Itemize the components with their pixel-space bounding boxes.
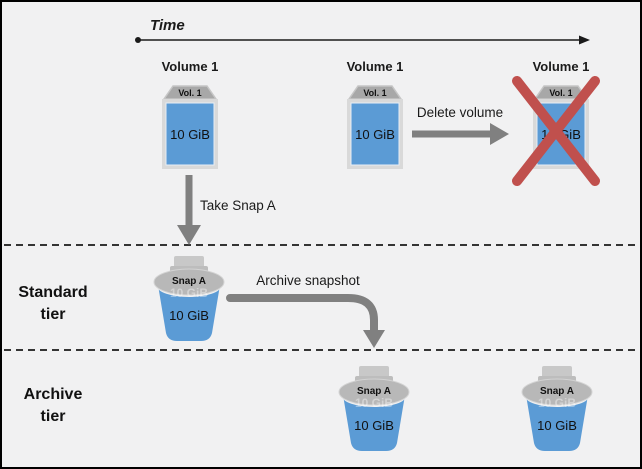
volume-size: 10 GiB	[541, 126, 581, 142]
volume-size: 10 GiB	[355, 126, 395, 142]
archive-tier-line1: Archive	[23, 386, 83, 403]
snapshot-bucket-shape	[338, 366, 410, 451]
take-snapshot-arrow	[177, 175, 201, 245]
snapshot-archive-tier-1: Snap A 10 GiB 10 GiB	[338, 363, 410, 453]
volume-3-title: Volume 1	[532, 59, 590, 74]
snapshot-lid-label: Snap A	[356, 385, 392, 397]
take-snapshot-label: Take Snap A	[200, 198, 276, 213]
snapshot-lid-label: Snap A	[171, 275, 207, 287]
volume-cap-label: Vol. 1	[178, 87, 202, 98]
snapshot-ghost-size: 10 GiB	[537, 395, 576, 410]
snapshot-standard-tier: Snap A 10 GiB 10 GiB	[153, 253, 225, 343]
standard-tier-line1: Standard	[18, 284, 88, 301]
volume-size: 10 GiB	[170, 126, 210, 142]
volume-1-icon: Vol. 1 10 GiB	[162, 85, 218, 169]
volume-1-title: Volume 1	[161, 59, 219, 74]
volume-3-icon-deleted: Vol. 1 10 GiB	[533, 85, 589, 169]
volume-2-title: Volume 1	[346, 59, 404, 74]
archive-tier-line2: tier	[40, 408, 66, 425]
time-arrow	[135, 35, 590, 45]
delete-volume-label: Delete volume	[416, 105, 504, 120]
snapshot-size: 10 GiB	[354, 417, 394, 433]
volume-cap-label: Vol. 1	[363, 87, 387, 98]
snapshot-lid-label: Snap A	[539, 385, 575, 397]
snapshot-size: 10 GiB	[169, 307, 209, 323]
volume-icon-shape	[162, 85, 218, 169]
snapshot-bucket-shape	[521, 366, 593, 451]
timeline-label: Time	[150, 17, 185, 34]
archive-tier-label: Archive tier	[11, 384, 95, 428]
snapshot-ghost-size: 10 GiB	[354, 395, 393, 410]
volume-2-icon: Vol. 1 10 GiB	[347, 85, 403, 169]
volume-cap-label: Vol. 1	[549, 87, 573, 98]
snapshot-bucket-shape	[153, 256, 225, 341]
standard-tier-line2: tier	[40, 306, 66, 323]
snapshot-size: 10 GiB	[537, 417, 577, 433]
snapshot-archive-tier-2: Snap A 10 GiB 10 GiB	[521, 363, 593, 453]
archive-snapshot-arrow	[226, 294, 385, 348]
snapshot-ghost-size: 10 GiB	[169, 285, 208, 300]
standard-tier-label: Standard tier	[11, 282, 95, 326]
delete-volume-arrow	[412, 123, 509, 145]
archive-snapshot-label: Archive snapshot	[256, 273, 360, 288]
volume-icon-shape	[347, 85, 403, 169]
